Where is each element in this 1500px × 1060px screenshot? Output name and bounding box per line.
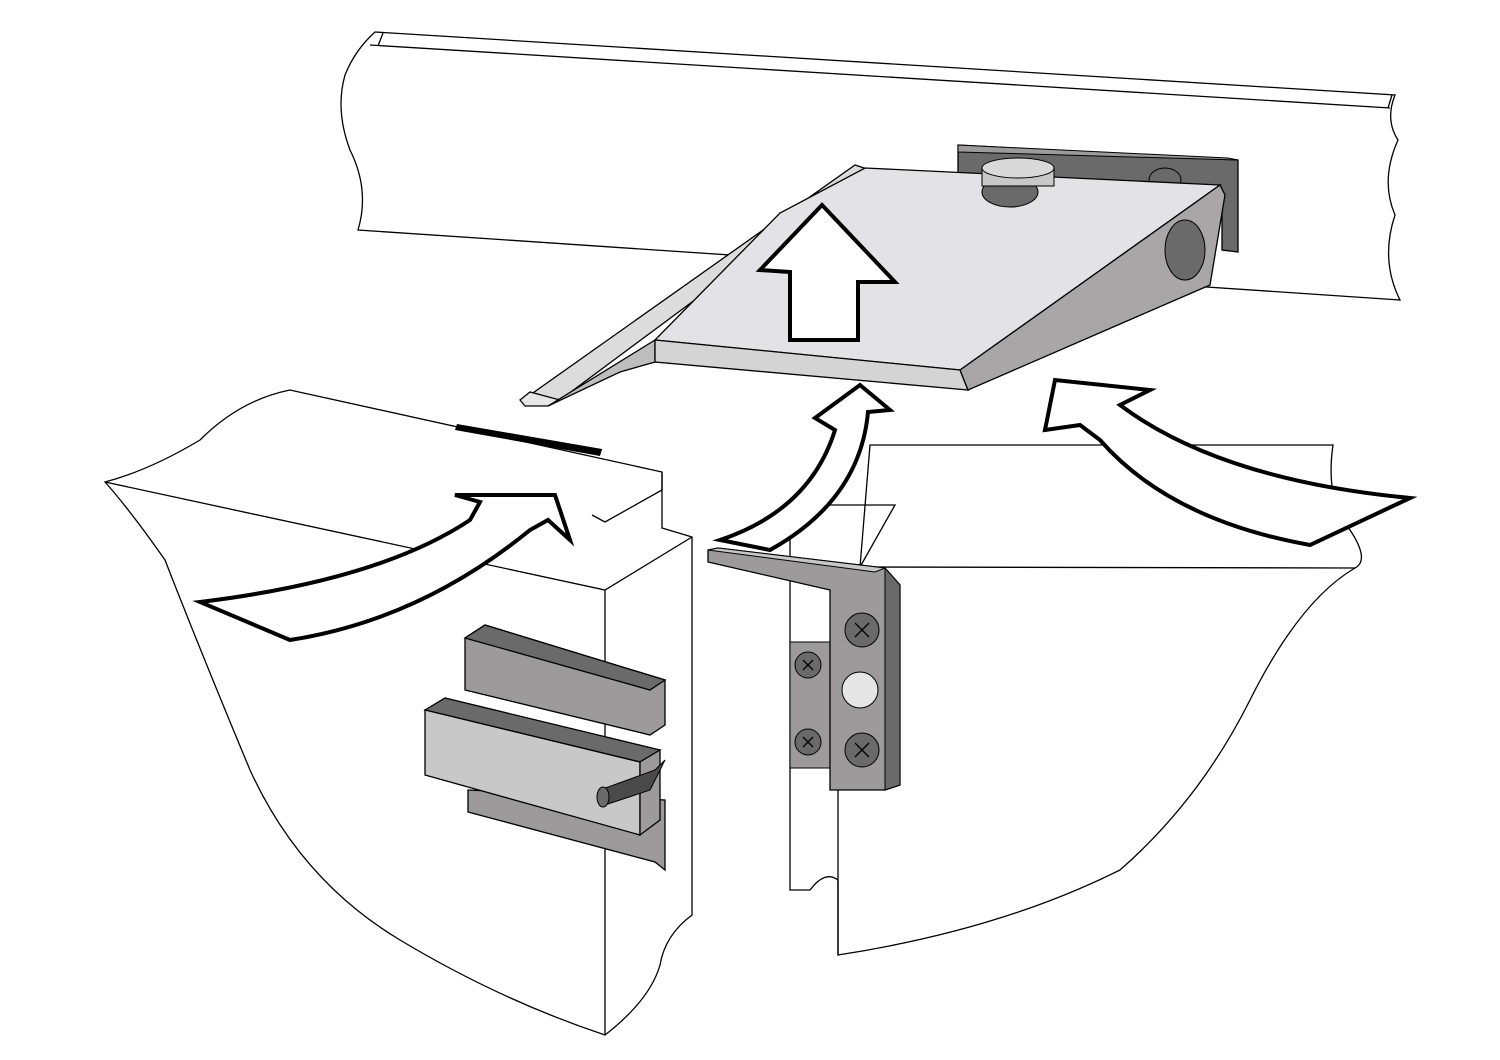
screw-icon <box>794 612 880 768</box>
left-cabinet <box>103 389 693 1036</box>
curved-arrow-icon <box>712 382 895 553</box>
up-arrow-icon <box>755 202 900 342</box>
strike-bracket <box>707 547 901 791</box>
curved-arrow-icon <box>192 493 575 643</box>
magnetic-catch <box>423 624 667 872</box>
curved-arrow-icon <box>1042 377 1418 548</box>
mounting-plate <box>519 157 1226 407</box>
right-cabinet <box>789 444 1362 956</box>
